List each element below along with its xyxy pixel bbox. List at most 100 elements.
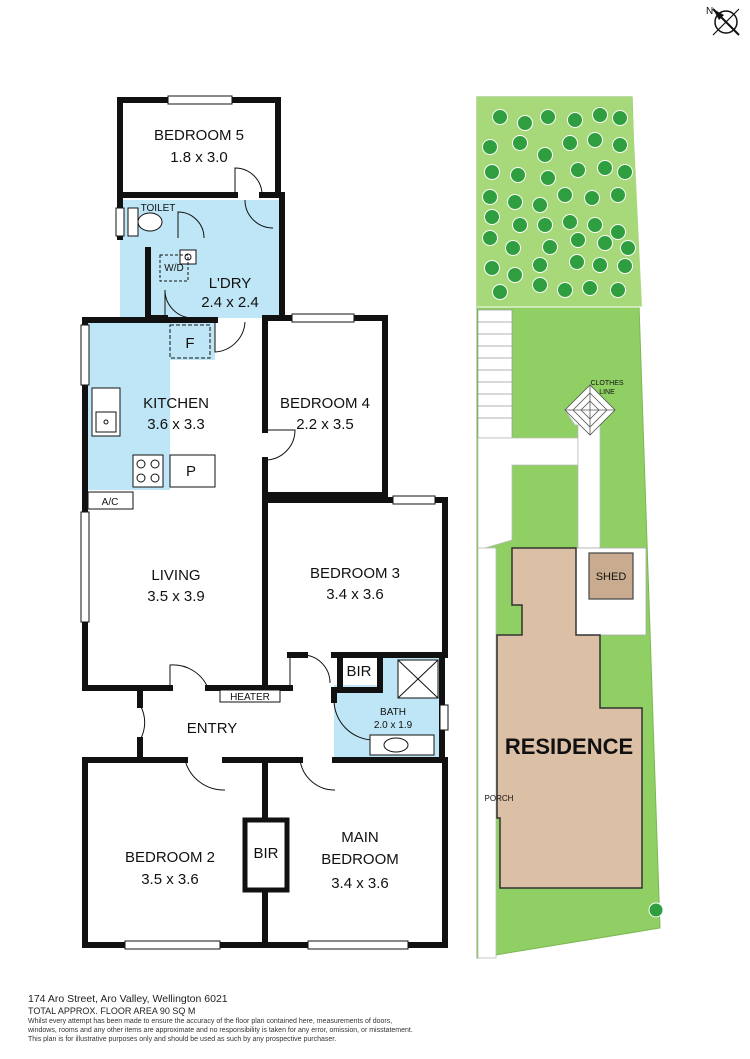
tree-icon [567, 112, 583, 128]
bedroom5-name: BEDROOM 5 [154, 127, 244, 144]
floor-plan: N [80, 6, 740, 959]
north-arrow-icon: N [706, 6, 740, 36]
tree-icon [592, 257, 608, 273]
tree-icon [584, 190, 600, 206]
disclaimer-line-1: Whilst every attempt has been made to en… [28, 1018, 393, 1025]
floor-area: TOTAL APPROX. FLOOR AREA 90 SQ M [28, 1006, 196, 1016]
compass-north-label: N [706, 6, 713, 17]
tree-icon [532, 197, 548, 213]
laundry-size: 2.4 x 2.4 [201, 294, 259, 311]
tree-icon [597, 235, 613, 251]
clothes-line-label-1: CLOTHES [590, 380, 623, 387]
bedroom5-size: 1.8 x 3.0 [170, 149, 228, 166]
main-bedroom-line1: MAIN [341, 829, 379, 846]
bedroom3-bir-label: BIR [346, 663, 371, 680]
tree-icon [648, 902, 664, 918]
tree-icon [617, 258, 633, 274]
tree-icon [620, 240, 636, 256]
tree-icon [540, 170, 556, 186]
tree-icon [557, 187, 573, 203]
tree-icon [562, 135, 578, 151]
disclaimer-line-3: This plan is for illustrative purposes o… [28, 1036, 337, 1043]
footer: 174 Aro Street, Aro Valley, Wellington 6… [28, 993, 728, 1044]
tree-icon [512, 135, 528, 151]
tree-icon [512, 217, 528, 233]
tree-icon [482, 139, 498, 155]
tree-icon [484, 260, 500, 276]
kitchen-name: KITCHEN [143, 395, 209, 412]
living-name: LIVING [151, 567, 200, 584]
bath-name: BATH [380, 707, 406, 718]
tree-icon [482, 189, 498, 205]
property-address: 174 Aro Street, Aro Valley, Wellington 6… [28, 993, 228, 1005]
tree-icon [592, 107, 608, 123]
tree-icon [510, 167, 526, 183]
clothes-line-icon [564, 384, 616, 436]
tree-icon [587, 217, 603, 233]
tree-icon [537, 217, 553, 233]
tree-icon [597, 160, 613, 176]
residence-footprint [496, 547, 643, 889]
bath-size: 2.0 x 1.9 [374, 720, 413, 731]
tree-icon [610, 187, 626, 203]
fridge-label: F [185, 335, 194, 352]
tree-icon [610, 282, 626, 298]
trees [482, 107, 636, 300]
tree-icon [587, 132, 603, 148]
heater-label: HEATER [230, 692, 270, 703]
tree-icon [484, 209, 500, 225]
tree-icon [517, 115, 533, 131]
door-swings [139, 167, 375, 791]
tree-icon [540, 109, 556, 125]
tree-icon [557, 282, 573, 298]
tree-icon [612, 110, 628, 126]
fixtures [87, 207, 439, 756]
bir-closet [242, 817, 290, 893]
tree-icon [570, 232, 586, 248]
tree-icon [484, 164, 500, 180]
shed [588, 552, 634, 600]
tree-icon [570, 162, 586, 178]
disclaimer-line-2: windows, rooms and any other items are a… [28, 1027, 413, 1034]
clothes-line-label-2: LINE [599, 389, 615, 396]
bedroom2-size: 3.5 x 3.6 [141, 871, 199, 888]
living-size: 3.5 x 3.9 [147, 588, 205, 605]
pantry-label: P [186, 463, 196, 480]
windows [80, 95, 449, 950]
laundry-name: L'DRY [209, 275, 252, 292]
tree-icon [532, 277, 548, 293]
bedroom3-size: 3.4 x 3.6 [326, 586, 384, 603]
room-labels: BEDROOM 5 1.8 x 3.0 TOILET L'DRY 2.4 x 2… [102, 127, 413, 892]
tree-icon [612, 137, 628, 153]
tree-icon [492, 109, 508, 125]
tree-icon [542, 239, 558, 255]
tree-icon [505, 240, 521, 256]
tree-icon [610, 224, 626, 240]
bedroom4-size: 2.2 x 3.5 [296, 416, 354, 433]
tree-icon [507, 194, 523, 210]
washer-dryer-label: W/D [164, 263, 183, 274]
shed-label: SHED [596, 571, 627, 583]
garden-steps [477, 309, 513, 439]
tree-icon [617, 164, 633, 180]
bedroom3-name: BEDROOM 3 [310, 565, 400, 582]
ac-label: A/C [102, 497, 119, 508]
tree-icon [507, 267, 523, 283]
site-plan: CLOTHES LINE SHED RESIDENCE PORCH [476, 96, 664, 959]
tree-icon [482, 230, 498, 246]
porch-label: PORCH [485, 794, 514, 803]
tree-icon [562, 214, 578, 230]
main-bedroom-line2: BEDROOM [321, 851, 399, 868]
tree-icon [582, 280, 598, 296]
bir-label: BIR [253, 845, 278, 862]
entry-name: ENTRY [187, 720, 238, 737]
tree-icon [532, 257, 548, 273]
bedroom2-name: BEDROOM 2 [125, 849, 215, 866]
residence-label: RESIDENCE [505, 734, 633, 759]
tree-icon [569, 254, 585, 270]
bedroom4-name: BEDROOM 4 [280, 395, 370, 412]
tree-icon [537, 147, 553, 163]
kitchen-size: 3.6 x 3.3 [147, 416, 205, 433]
main-bedroom-size: 3.4 x 3.6 [331, 875, 389, 892]
tree-icon [492, 284, 508, 300]
